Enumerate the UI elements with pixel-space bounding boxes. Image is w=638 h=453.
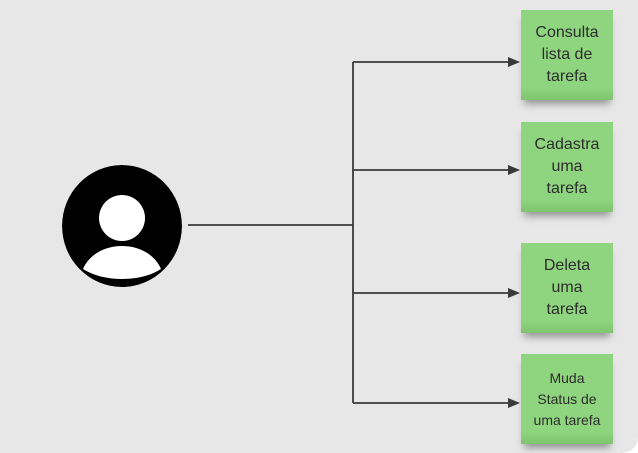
sticky-note-consulta-lista[interactable]: Consulta lista de tarefa	[521, 10, 613, 100]
user-actor[interactable]	[62, 165, 182, 287]
note-text-line: tarefa	[546, 68, 588, 85]
note-text-line: Muda	[549, 369, 585, 386]
note-text-line: uma	[551, 158, 583, 175]
note-text-line: Status de	[537, 390, 597, 407]
user-circle-icon	[62, 165, 182, 287]
sticky-note-muda-status[interactable]: Muda Status de uma tarefa	[521, 354, 613, 444]
note-text-line: Deleta	[543, 257, 591, 274]
note-text-line: lista de	[541, 46, 593, 63]
sticky-note-cadastra[interactable]: Cadastra uma tarefa	[521, 122, 613, 212]
note-text-line: uma tarefa	[533, 411, 601, 428]
note-text-line: tarefa	[546, 301, 588, 318]
note-text-line: tarefa	[546, 180, 588, 197]
note-text-line: uma	[551, 279, 583, 296]
sticky-note-deleta[interactable]: Deleta uma tarefa	[521, 243, 613, 333]
note-text-line: Consulta	[535, 24, 599, 41]
note-text-line: Cadastra	[534, 136, 600, 153]
